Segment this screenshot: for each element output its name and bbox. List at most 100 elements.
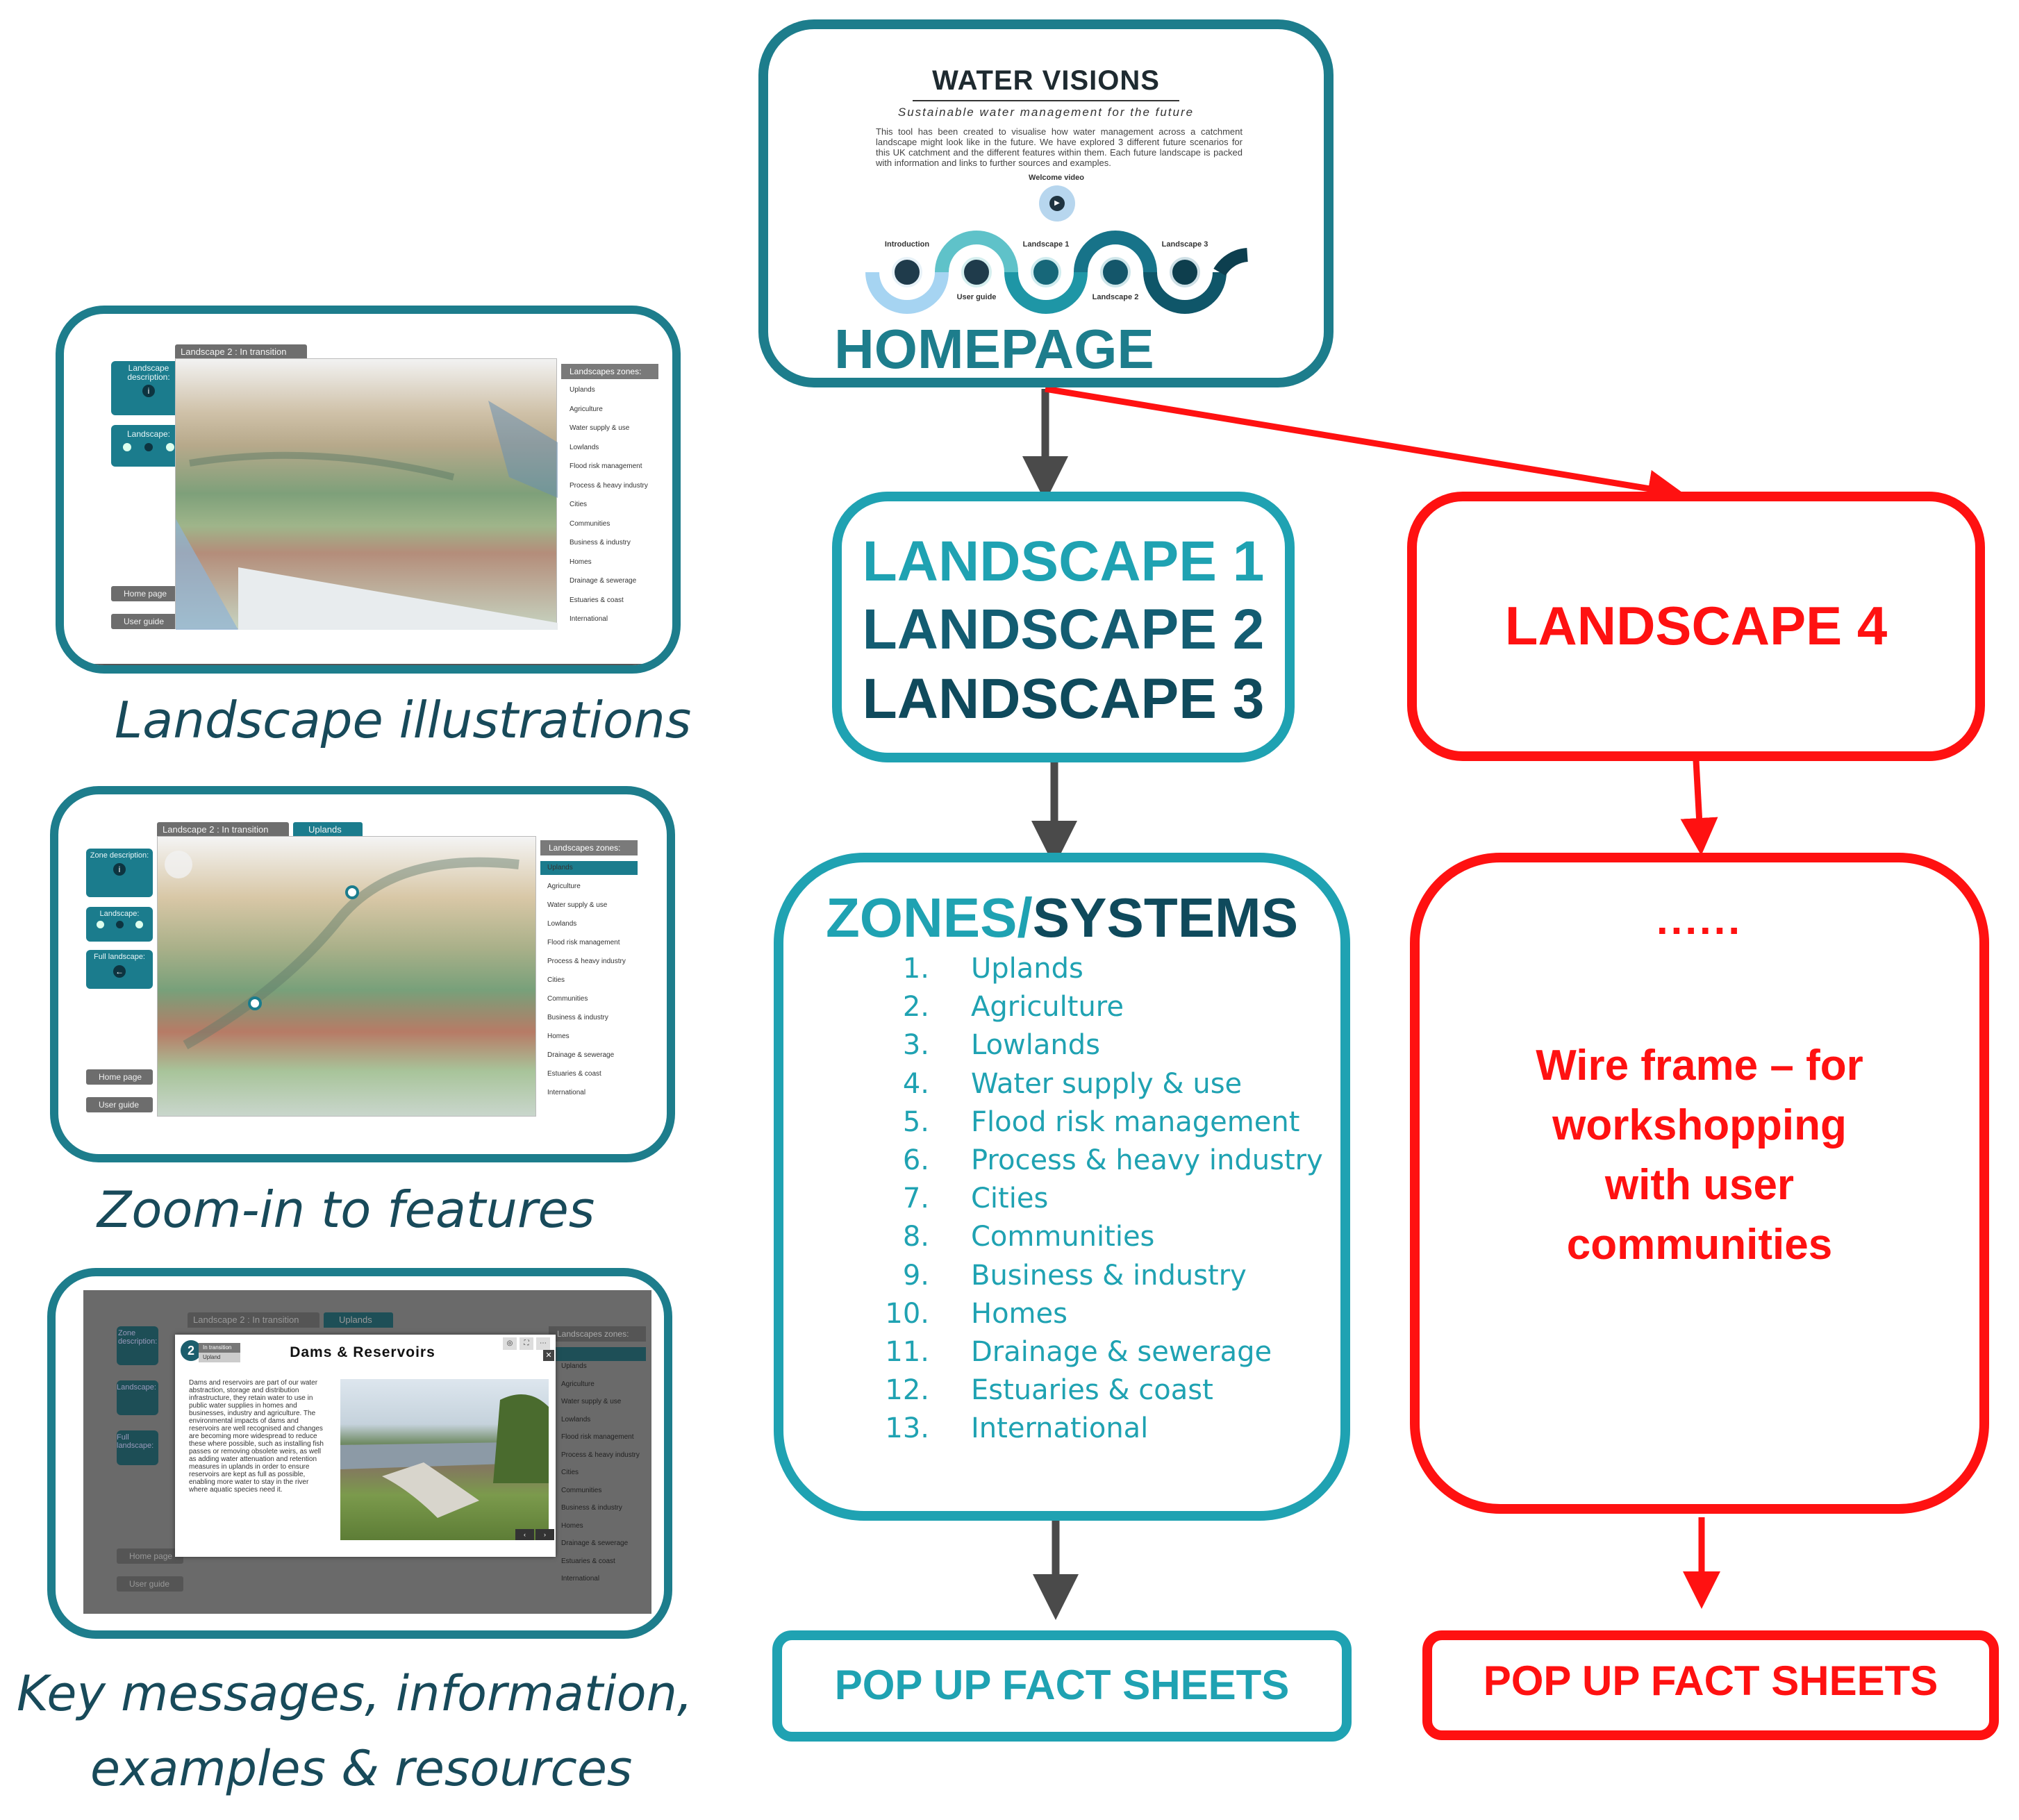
welcome-video-button[interactable]: ▶ (1039, 185, 1075, 222)
zones-menu-item[interactable]: Communities (561, 1486, 602, 1494)
zones-menu-item[interactable]: Uplands (570, 386, 595, 394)
zones-menu-item[interactable]: Flood risk management (547, 939, 620, 946)
zones-menu-item[interactable]: International (561, 1575, 600, 1583)
image-next-icon[interactable]: › (535, 1529, 554, 1540)
zones-menu-item[interactable]: Estuaries & coast (547, 1070, 601, 1078)
zones-menu-item[interactable]: Agriculture (561, 1380, 595, 1388)
home-page-button[interactable]: Home page (111, 586, 182, 601)
user-guide-button[interactable]: User guide (111, 614, 182, 629)
zones-menu-item[interactable]: Homes (570, 558, 592, 566)
tab-landscape-2[interactable]: Landscape 2 : In transition (188, 1312, 319, 1328)
zones-menu-item[interactable]: Business & industry (561, 1504, 622, 1512)
zones-menu-item[interactable]: Cities (570, 501, 588, 508)
landscape-description-button[interactable]: Landscape description: i (111, 361, 186, 415)
tab-landscape-2[interactable]: Landscape 2 : In transition (157, 822, 289, 837)
zone-item[interactable]: 3.Lowlands (888, 1029, 1332, 1064)
home-page-button[interactable]: Home page (117, 1548, 183, 1564)
zone-item[interactable]: 1.Uplands (888, 953, 1332, 987)
landscape-dot-1[interactable] (96, 921, 104, 928)
intro-node[interactable] (892, 257, 922, 287)
zones-menu-item[interactable]: Cities (561, 1469, 579, 1476)
zone-item[interactable]: 12.Estuaries & coast (885, 1374, 1332, 1409)
globe-icon[interactable]: ◎ (503, 1337, 517, 1350)
landscape1-node[interactable] (1031, 257, 1061, 287)
image-nav-controls[interactable]: ‹ › (515, 1529, 554, 1540)
zone-item[interactable]: 6.Process & heavy industry (888, 1144, 1332, 1179)
zones-menu-item[interactable]: Drainage & sewerage (547, 1051, 615, 1059)
homepage-box[interactable]: WATER VISIONS Sustainable water manageme… (758, 19, 1333, 387)
zones-menu-item[interactable]: Homes (561, 1521, 583, 1530)
zones-menu-item[interactable]: Flood risk management (570, 462, 642, 470)
zones-menu-item[interactable]: Communities (547, 995, 588, 1003)
zone-item[interactable]: 10.Homes (885, 1298, 1332, 1333)
zones-menu-item[interactable]: Water supply & use (561, 1398, 622, 1405)
hotspot-marker[interactable] (345, 885, 359, 899)
zones-menu-item[interactable]: Water supply & use (570, 424, 630, 432)
popup-factsheets-left[interactable]: POP UP FACT SHEETS (772, 1630, 1352, 1742)
zones-menu-item[interactable]: Drainage & sewerage (570, 577, 637, 585)
user-guide-button[interactable]: User guide (86, 1097, 153, 1112)
home-page-button[interactable]: Home page (86, 1069, 153, 1085)
landscape-selector[interactable]: Landscape: (86, 907, 153, 942)
zones-menu-item[interactable]: Agriculture (570, 405, 603, 413)
full-landscape-button[interactable]: Full landscape: (117, 1430, 158, 1465)
zones-menu-item[interactable]: Drainage & sewerage (561, 1539, 629, 1547)
userguide-node[interactable] (961, 257, 992, 287)
landscape-dot-3[interactable] (135, 921, 143, 928)
landscape-dot-2[interactable] (115, 921, 124, 928)
zones-menu-item[interactable]: Agriculture (547, 883, 581, 890)
zone-item[interactable]: 11.Drainage & sewerage (885, 1336, 1332, 1371)
tab-landscape-2[interactable]: Landscape 2 : In transition (175, 344, 307, 360)
zoomed-illustration[interactable] (157, 836, 536, 1117)
zones-menu-item[interactable]: Cities (547, 976, 565, 984)
zone-item[interactable]: 7.Cities (888, 1183, 1332, 1217)
full-landscape-button[interactable]: Full landscape: ← (86, 950, 153, 989)
zones-menu-item[interactable]: Lowlands (561, 1415, 591, 1424)
zones-menu-item[interactable]: Process & heavy industry (570, 481, 648, 490)
landscape-selector[interactable]: Landscape: (117, 1380, 158, 1415)
wireframe-box[interactable]: ...... Wire frame – for workshopping wit… (1410, 853, 1989, 1514)
popup-factsheets-right[interactable]: POP UP FACT SHEETS (1422, 1630, 1999, 1740)
expand-icon[interactable]: ⛶ (520, 1337, 533, 1350)
zones-menu-item[interactable]: Lowlands (547, 920, 577, 928)
more-icon[interactable]: ⋯ (536, 1337, 550, 1350)
hotspot-marker[interactable] (248, 996, 262, 1010)
zones-menu-item[interactable]: Estuaries & coast (561, 1557, 615, 1565)
zone-item[interactable]: 8.Communities (888, 1221, 1332, 1255)
zone-description-button[interactable]: Zone description: i (86, 849, 153, 897)
user-guide-button[interactable]: User guide (117, 1576, 183, 1592)
landscape-dot-2[interactable] (144, 443, 153, 451)
image-prev-icon[interactable]: ‹ (515, 1529, 534, 1540)
landscape2-node[interactable] (1100, 257, 1131, 287)
landscape-illustration[interactable] (175, 358, 558, 630)
zone-item[interactable]: 13.International (885, 1412, 1332, 1447)
close-icon[interactable]: ✕ (543, 1350, 554, 1361)
tab-uplands[interactable]: Uplands (324, 1312, 393, 1328)
zones-menu-item[interactable]: Homes (547, 1033, 570, 1040)
zones-menu-item[interactable]: Water supply & use (547, 901, 608, 909)
zones-menu-item[interactable]: Business & industry (570, 539, 631, 546)
zones-menu-item[interactable]: Lowlands (570, 443, 599, 451)
zone-item[interactable]: 9.Business & industry (888, 1260, 1332, 1294)
zones-menu-item[interactable]: Process & heavy industry (547, 958, 626, 965)
landscape-dot-3[interactable] (165, 443, 174, 451)
zones-menu-item[interactable]: Flood risk management (561, 1433, 634, 1441)
zones-menu-item[interactable]: Business & industry (547, 1014, 608, 1021)
zone-description-button[interactable]: Zone description: (117, 1326, 158, 1365)
zone-item[interactable]: 2.Agriculture (888, 991, 1332, 1026)
landscape3-node[interactable] (1170, 257, 1200, 287)
zones-menu-item[interactable]: Process & heavy industry (561, 1451, 640, 1459)
zones-menu-item[interactable]: Uplands (561, 1362, 587, 1370)
zones-menu-item[interactable]: Uplands (547, 864, 573, 871)
landscape4-box[interactable]: LANDSCAPE 4 (1407, 492, 1985, 761)
landscapes-1-3-box[interactable]: LANDSCAPE 1 LANDSCAPE 2 LANDSCAPE 3 (832, 492, 1295, 762)
zone-item[interactable]: 5.Flood risk management (888, 1106, 1332, 1141)
fact-sheet-popup[interactable]: 2 In transition Upland Dams & Reservoirs… (175, 1335, 556, 1557)
tab-uplands[interactable]: Uplands (293, 822, 363, 837)
zones-menu-item[interactable]: International (547, 1089, 586, 1096)
zones-menu-item[interactable]: International (570, 615, 608, 623)
zones-menu-item[interactable]: Estuaries & coast (570, 596, 624, 604)
landscape-dot-1[interactable] (123, 443, 132, 451)
zones-menu-item[interactable]: Communities (570, 519, 610, 528)
